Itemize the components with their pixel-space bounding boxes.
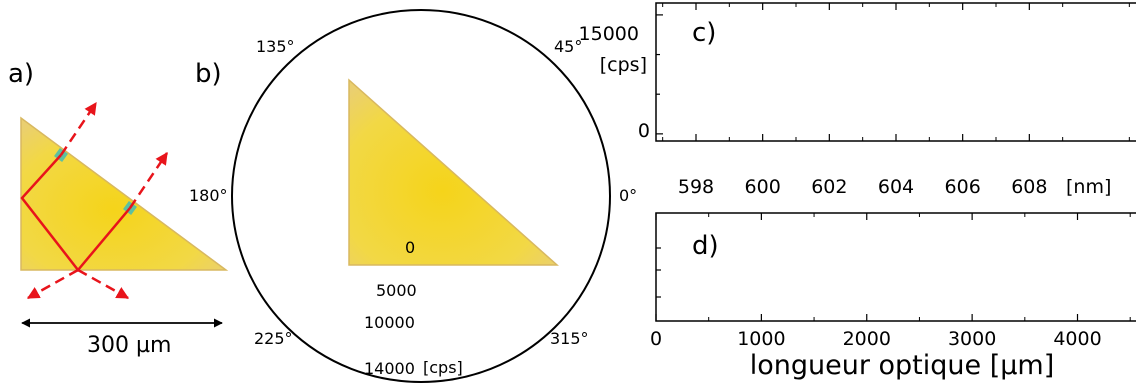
x-tick-label: 608 xyxy=(1011,176,1047,198)
x-tick-label: 2000 xyxy=(843,328,891,350)
angle-label-135: 135° xyxy=(256,37,295,56)
x-tick-label: 1000 xyxy=(737,328,785,350)
polar-frame xyxy=(231,9,611,383)
x-axis-label: longueur optique [µm] xyxy=(750,350,1055,381)
scale-bar-label: 300 µm xyxy=(87,333,171,358)
beam-out-arrow xyxy=(77,268,130,300)
plot-frame xyxy=(655,2,1136,142)
angle-label-45: 45° xyxy=(554,37,582,56)
x-tick-label: 4000 xyxy=(1053,328,1101,350)
x-tick-label: 602 xyxy=(811,176,847,198)
beam-out-arrow xyxy=(26,268,79,300)
beam-path xyxy=(20,154,131,272)
panel-c-label: c) xyxy=(692,18,716,48)
angle-label-0: 0° xyxy=(619,186,637,205)
crystal-triangle-polar xyxy=(348,78,559,266)
x-tick-label: 604 xyxy=(878,176,914,198)
angle-label-180: 180° xyxy=(189,186,228,205)
radial-tick-14000: 14000 xyxy=(364,359,415,378)
plot-frame xyxy=(655,212,1136,322)
radial-unit: [cps] xyxy=(423,358,463,377)
angle-label-225: 225° xyxy=(254,329,293,348)
beam-out-arrow xyxy=(128,151,169,209)
x-unit-label: [nm] xyxy=(1066,176,1111,198)
x-tick-label: 598 xyxy=(678,176,714,198)
beam-out-arrow xyxy=(59,101,98,156)
radial-tick-10000: 10000 xyxy=(364,313,415,332)
panel-a-label: a) xyxy=(8,59,34,89)
x-tick-label: 606 xyxy=(945,176,981,198)
radial-tick-5000: 5000 xyxy=(376,281,417,300)
crystal-triangle xyxy=(20,116,229,271)
y-axis-label: [cps] xyxy=(600,54,647,76)
y-tick-label: 0 xyxy=(638,120,650,142)
panel-c-chart: c) 15000 [cps] 0 598 600 602 604 606 608 [nm] xyxy=(579,2,1136,198)
panel-d-chart: d) 0 1000 2000 3000 4000 longueur optique [µ… xyxy=(650,212,1136,381)
panel-a: a) 300 µm xyxy=(8,59,229,358)
panel-b-label: b) xyxy=(195,59,222,89)
panel-b: b) 135° 45° 180° 0° 225° 315° 0 5000 100… xyxy=(189,9,637,383)
panel-d-label: d) xyxy=(692,231,719,261)
x-tick-label: 600 xyxy=(745,176,781,198)
radial-tick-0: 0 xyxy=(405,238,415,257)
x-tick-label: 0 xyxy=(650,328,662,350)
y-tick-label: 15000 xyxy=(579,23,639,45)
angle-label-315: 315° xyxy=(550,329,589,348)
x-tick-label: 3000 xyxy=(948,328,996,350)
